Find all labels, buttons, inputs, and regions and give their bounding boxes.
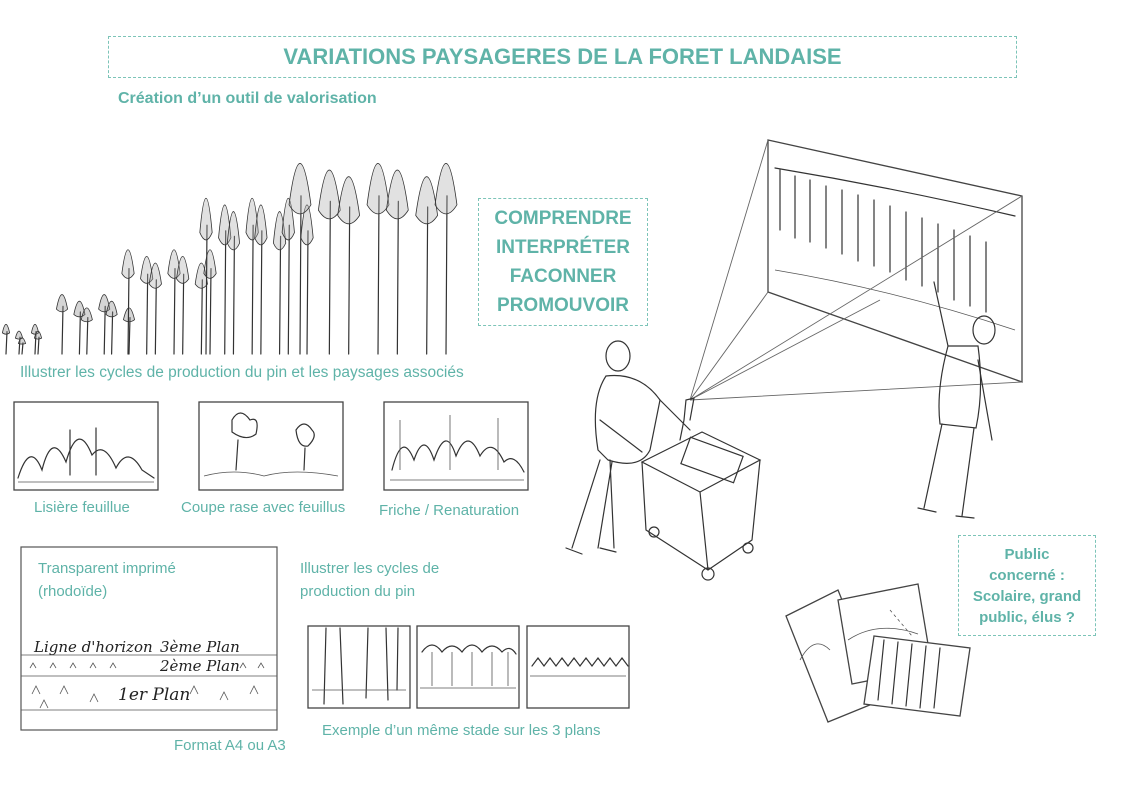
pine-trunk <box>260 230 263 355</box>
format-label: Format A4 ou A3 <box>174 737 286 754</box>
pine-trunk <box>205 224 208 355</box>
pine-trunk <box>86 317 89 355</box>
pine-crown <box>254 204 268 246</box>
verb-comprendre: COMPRENDRE <box>494 208 632 229</box>
pine-crown <box>434 163 458 215</box>
label-coupe-rase: Coupe rase avec feuillus <box>181 499 346 516</box>
pine-crown <box>415 176 439 225</box>
pine-trunk <box>224 230 227 355</box>
pine-crown <box>55 294 69 313</box>
transparent-label-1: Transparent imprimé <box>38 560 176 577</box>
pine-trunk <box>251 224 254 355</box>
landscape-frame-coupe-rase <box>198 401 344 491</box>
plan-frame-3 <box>526 625 630 709</box>
pine-trunk <box>182 273 185 355</box>
pine-crown <box>366 163 390 215</box>
projection-screen <box>767 139 1023 383</box>
pine-crown <box>203 249 217 279</box>
verbs-box: COMPRENDRE INTERPRÉTER FACONNER PROMOUVO… <box>478 198 648 326</box>
plan-frame-1 <box>307 625 411 709</box>
projector-beam <box>689 139 1023 401</box>
page-title: VARIATIONS PAYSAGERES DE LA FORET LANDAI… <box>108 36 1017 78</box>
pine-trunk <box>127 268 130 355</box>
transparent-sheet: Ligne d'horizon 3ème Plan 2ème Plan 1er … <box>20 546 278 731</box>
pine-crown <box>105 300 118 318</box>
pine-crown <box>148 262 162 289</box>
label-lisiere: Lisière feuillue <box>34 499 130 516</box>
pine-trunk <box>146 273 149 355</box>
pine-crown <box>1 324 11 335</box>
pine-trunk <box>111 311 114 355</box>
hand-second-plan: 2ème Plan <box>159 657 240 675</box>
cycles-caption: Illustrer les cycles de production du pi… <box>20 364 464 381</box>
pine-crown <box>385 169 409 220</box>
pine-trunk <box>173 268 176 355</box>
hand-first-plan: 1er Plan <box>118 685 190 705</box>
pine-trunk <box>278 235 282 355</box>
transparent-label-2: (rhodoïde) <box>38 583 108 600</box>
pine-crown <box>337 176 361 225</box>
cycles-pin-line1: Illustrer les cycles de <box>300 560 440 577</box>
verb-promouvoir: PROMOUVOIR <box>497 295 629 316</box>
pine-trunk <box>299 195 302 355</box>
pine-crown <box>317 169 341 220</box>
pine-growth-sequence <box>1 163 458 355</box>
pine-trunk <box>61 305 64 355</box>
pine-trunk <box>445 195 448 355</box>
pine-trunk <box>232 235 236 355</box>
public-line2: concerné : <box>989 566 1065 584</box>
pine-trunk <box>306 230 309 355</box>
label-friche: Friche / Renaturation <box>379 502 520 519</box>
pine-trunk <box>34 331 37 355</box>
pine-crown <box>167 249 181 279</box>
overhead-projector-cart <box>640 397 762 581</box>
pine-crown <box>272 211 287 251</box>
person-presenter <box>565 340 691 555</box>
pine-trunk <box>200 279 203 355</box>
pine-trunk <box>209 268 212 355</box>
pine-trunk <box>287 224 290 355</box>
pine-trunk <box>5 331 8 355</box>
cycles-pin-line2: production du pin <box>300 583 416 600</box>
hand-horizon-line: Ligne d'horizon <box>33 638 153 656</box>
person-pointing <box>917 281 996 519</box>
pine-crown <box>98 294 111 313</box>
hand-third-plan: 3ème Plan <box>160 638 240 656</box>
public-line1: Public <box>1004 545 1050 563</box>
scattered-sheets <box>785 583 971 723</box>
pine-trunk <box>103 305 106 355</box>
public-line3: Scolaire, grand <box>972 587 1082 605</box>
pine-crown <box>80 307 93 323</box>
landscape-frame-lisiere <box>13 401 159 491</box>
page-title-text: VARIATIONS PAYSAGERES DE LA FORET LANDAI… <box>283 44 842 69</box>
public-box: Public concerné : Scolaire, grand public… <box>958 535 1096 636</box>
pine-trunk <box>426 206 429 355</box>
pine-crown <box>33 330 43 340</box>
pine-trunk <box>21 342 24 355</box>
verb-faconner: FACONNER <box>509 266 617 287</box>
pine-crown <box>17 337 27 345</box>
pine-crown <box>121 249 135 279</box>
example-label: Exemple d’un même stade sur les 3 plans <box>322 722 601 739</box>
subtitle: Création d’un outil de valorisation <box>118 90 377 107</box>
pine-trunk <box>396 200 399 355</box>
pine-trunk <box>78 311 81 355</box>
pine-crown <box>140 256 154 284</box>
pine-trunk <box>328 200 331 355</box>
landscape-frame-friche <box>383 401 529 491</box>
pine-trunk <box>348 206 351 355</box>
public-line4: public, élus ? <box>979 608 1075 626</box>
pine-crown <box>199 197 213 241</box>
pine-trunk <box>37 336 40 355</box>
pine-crown <box>176 256 190 284</box>
pine-trunk <box>154 279 157 355</box>
verb-interpreter: INTERPRÉTER <box>495 237 631 258</box>
pine-crown <box>73 300 86 318</box>
pine-crown <box>288 163 312 215</box>
pine-trunk <box>377 195 380 355</box>
pine-trunk <box>128 317 131 355</box>
plan-frame-2 <box>416 625 520 709</box>
pine-crown <box>226 211 241 251</box>
